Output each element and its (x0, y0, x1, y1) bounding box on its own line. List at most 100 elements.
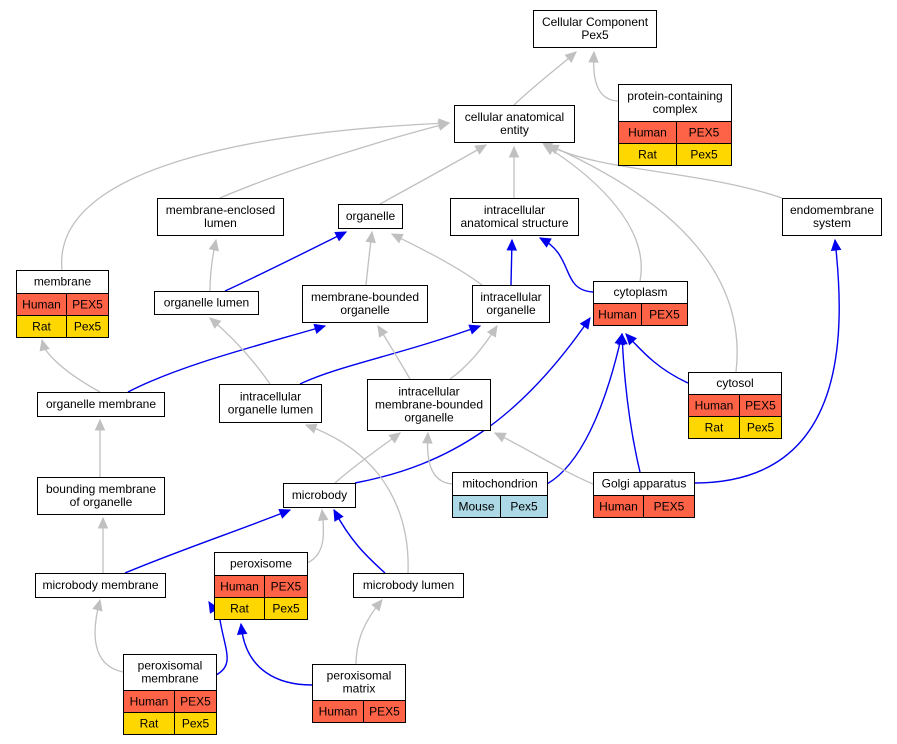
edge-arrowhead (579, 316, 591, 330)
node-box (338, 204, 403, 229)
edge-organelle-to-cellular-anatomical-entity (379, 144, 488, 205)
node-label: membrane (141, 672, 199, 686)
edge-line (224, 231, 347, 292)
edge-membrane-enclosed-lumen-to-cellular-anatomical-entity (219, 120, 451, 199)
gene-label: PEX5 (369, 705, 400, 719)
node-label: membrane-bounded (375, 398, 483, 412)
species-row-rat: Rat Pex5 (16, 315, 109, 338)
species-label: Mouse (458, 500, 494, 514)
node-label: membrane-enclosed (166, 203, 275, 217)
species-label: Human (319, 705, 358, 719)
node-box (283, 483, 356, 508)
gene-label: PEX5 (271, 580, 302, 594)
edge-cytosol-to-cellular-anatomical-entity (540, 141, 738, 373)
node-label: organelle (404, 411, 454, 425)
node-box (353, 573, 464, 598)
species-label: Human (628, 126, 667, 140)
edge-line (299, 325, 481, 385)
edge-arrowhead (625, 333, 637, 346)
node-label: microbody (292, 488, 347, 502)
species-label: Human (695, 399, 734, 413)
node-label: complex (653, 102, 698, 116)
edge-arrowhead (388, 432, 401, 444)
edge-membrane-bounded-organelle-to-organelle (365, 230, 376, 286)
edge-golgi-apparatus-to-intracellular-membrane-bounded-organelle (493, 432, 594, 485)
node-box (454, 105, 575, 143)
edge-organelle-lumen-to-organelle (224, 231, 348, 292)
node-microbody-lumen[interactable]: microbody lumen (353, 573, 464, 598)
node-organelle[interactable]: organelle (338, 204, 403, 229)
node-label: membrane-bounded (311, 290, 419, 304)
edge-arrowhead (334, 231, 348, 242)
node-box (157, 198, 284, 236)
edge-protein-complex-to-cellular-component (588, 50, 619, 102)
node-label: bounding membrane (46, 482, 156, 496)
node-label: organelle lumen (164, 296, 249, 310)
gene-label: PEX5 (689, 126, 720, 140)
node-microbody-membrane[interactable]: microbody membrane (35, 573, 166, 598)
node-microbody[interactable]: microbody (283, 483, 356, 508)
edge-microbody-to-intracellular-membrane-bounded-organelle (334, 432, 401, 484)
edge-arrowhead (365, 230, 376, 244)
edge-arrowhead (486, 324, 498, 338)
edge-line (305, 424, 409, 574)
node-label: lumen (204, 216, 237, 230)
edge-peroxisomal-matrix-to-peroxisome (236, 622, 313, 686)
node-label: cytosol (716, 376, 753, 390)
edge-arrowhead (208, 238, 219, 252)
edge-arrowhead (317, 508, 329, 522)
edge-organelle-membrane-to-membrane-bounded-organelle (127, 323, 327, 393)
species-label: Rat (705, 421, 724, 435)
edge-line (240, 623, 313, 686)
edge-arrowhead (92, 598, 103, 612)
gene-label: Pex5 (510, 500, 538, 514)
node-organelle-membrane[interactable]: organelle membrane (37, 392, 165, 417)
node-box (302, 285, 428, 323)
gene-cell (739, 416, 782, 439)
edge-intracellular-membrane-bounded-organelle-to-membrane-bounded-organelle (377, 324, 411, 380)
edge-line (546, 333, 623, 485)
node-organelle-lumen[interactable]: organelle lumen (154, 291, 259, 315)
node-box (533, 10, 657, 48)
edge-arrowhead (278, 508, 292, 519)
edge-arrowhead (506, 238, 518, 251)
species-row-human: Human PEX5 (618, 121, 732, 144)
gene-label: PEX5 (180, 695, 211, 709)
edge-arrowhead (97, 516, 109, 529)
edge-line (354, 317, 591, 484)
species-label: Human (22, 298, 61, 312)
species-row-human: Human PEX5 (312, 700, 406, 723)
edge-peroxisome-to-microbody (306, 508, 329, 564)
edge-arrowhead (617, 332, 628, 345)
node-box (37, 477, 165, 515)
gene-label: PEX5 (654, 500, 685, 514)
edge-arrowhead (474, 144, 488, 155)
node-label: organelle (346, 209, 396, 223)
node-label: peroxisome (230, 557, 292, 571)
species-label: Rat (32, 320, 51, 334)
gene-label: Pex5 (74, 320, 102, 334)
